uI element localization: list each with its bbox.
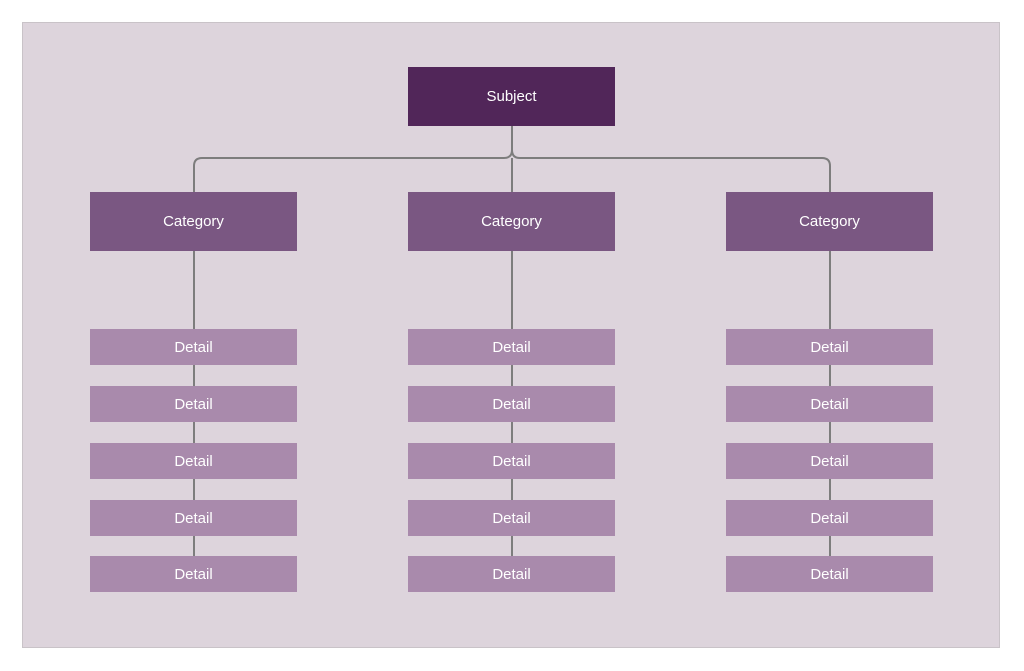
category-node-1[interactable]: Category [90,192,297,251]
detail-label: Detail [492,509,531,527]
detail-label: Detail [810,395,849,413]
detail-node[interactable]: Detail [90,329,297,365]
detail-label: Detail [174,338,213,356]
detail-label: Detail [810,565,849,583]
detail-label: Detail [174,395,213,413]
detail-node[interactable]: Detail [726,556,933,592]
category-label: Category [163,213,224,230]
detail-label: Detail [492,565,531,583]
detail-label: Detail [174,565,213,583]
subject-node[interactable]: Subject [408,67,615,126]
detail-label: Detail [810,338,849,356]
detail-label: Detail [492,338,531,356]
category-node-2[interactable]: Category [408,192,615,251]
detail-node[interactable]: Detail [408,556,615,592]
detail-node[interactable]: Detail [726,500,933,536]
detail-node[interactable]: Detail [90,500,297,536]
detail-label: Detail [492,395,531,413]
detail-node[interactable]: Detail [726,329,933,365]
detail-node[interactable]: Detail [408,443,615,479]
category-label: Category [481,213,542,230]
detail-label: Detail [174,452,213,470]
detail-node[interactable]: Detail [90,443,297,479]
detail-node[interactable]: Detail [90,556,297,592]
detail-node[interactable]: Detail [726,386,933,422]
detail-label: Detail [174,509,213,527]
category-node-3[interactable]: Category [726,192,933,251]
detail-label: Detail [492,452,531,470]
detail-node[interactable]: Detail [408,500,615,536]
detail-label: Detail [810,452,849,470]
detail-node[interactable]: Detail [408,329,615,365]
detail-node[interactable]: Detail [408,386,615,422]
subject-label: Subject [486,88,537,105]
detail-label: Detail [810,509,849,527]
category-label: Category [799,213,860,230]
detail-node[interactable]: Detail [90,386,297,422]
detail-node[interactable]: Detail [726,443,933,479]
